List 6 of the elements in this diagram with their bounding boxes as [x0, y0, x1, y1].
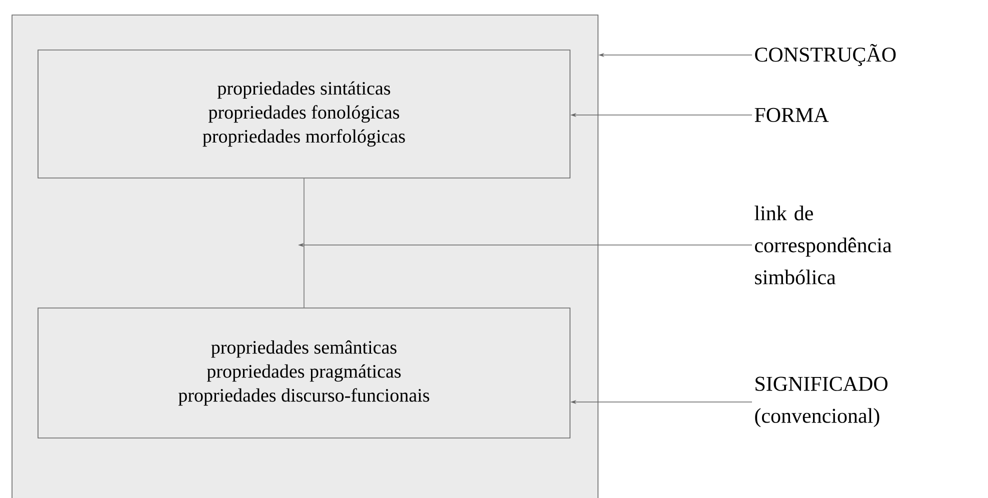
callout-label: link de correspondência simbólica	[754, 206, 892, 284]
property-box: propriedades sintáticas propriedades fonológicas propriedades morfológicas	[38, 50, 570, 178]
callout-label: SIGNIFICADO (convencional)	[755, 376, 888, 428]
property-box: propriedades semânticas propriedades pragmáticas propriedades discurso-funcionais	[38, 308, 570, 438]
callout-label: FORMA	[754, 108, 829, 122]
callout-label: CONSTRUÇÃO	[755, 44, 896, 66]
